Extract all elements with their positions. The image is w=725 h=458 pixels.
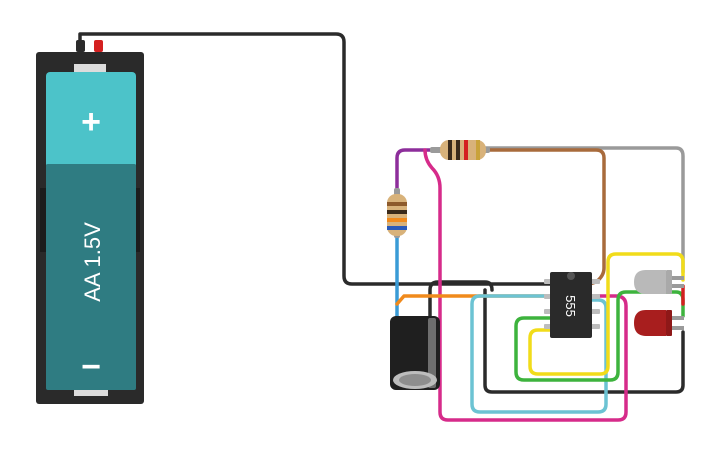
led-red[interactable]	[634, 310, 684, 336]
led-gray-rim	[666, 270, 672, 294]
capacitor-body	[390, 316, 440, 390]
wire-cyan[interactable]	[470, 294, 608, 414]
led-red-body	[634, 310, 666, 336]
wire-brown[interactable]	[485, 148, 606, 286]
timer-ic[interactable]: 555	[544, 272, 600, 338]
capacitor[interactable]	[390, 316, 440, 390]
led-gray[interactable]	[634, 270, 684, 294]
wires	[78, 32, 685, 422]
wire-magenta[interactable]	[423, 148, 628, 422]
battery-terminal-positive[interactable]	[94, 40, 103, 52]
wire-yellow[interactable]	[528, 252, 685, 376]
wire-black-battery-negative[interactable]	[78, 32, 557, 286]
battery-cell-top	[46, 72, 136, 168]
wire-green[interactable]	[514, 290, 685, 382]
battery-cap-top	[74, 64, 106, 74]
resistor-vertical[interactable]	[387, 188, 407, 238]
wire-black-capacitor[interactable]	[428, 280, 494, 320]
led-gray-body	[634, 270, 666, 294]
timer-ic-body	[550, 272, 592, 338]
battery[interactable]: + AA 1.5V −	[36, 40, 144, 404]
battery-minus-symbol: −	[81, 348, 101, 386]
battery-cap-bottom	[74, 388, 108, 396]
battery-terminal-negative[interactable]	[76, 40, 85, 52]
battery-cell-bottom	[46, 164, 136, 390]
wire-black-ground-loop[interactable]	[483, 288, 685, 394]
resistor-horizontal[interactable]	[430, 140, 490, 160]
battery-plus-symbol: +	[81, 103, 101, 141]
wire-purple[interactable]	[395, 148, 444, 198]
timer-ic-label: 555	[563, 295, 578, 317]
battery-label: AA 1.5V	[80, 222, 105, 302]
led-red-rim	[666, 310, 672, 336]
wire-gray[interactable]	[483, 146, 685, 274]
